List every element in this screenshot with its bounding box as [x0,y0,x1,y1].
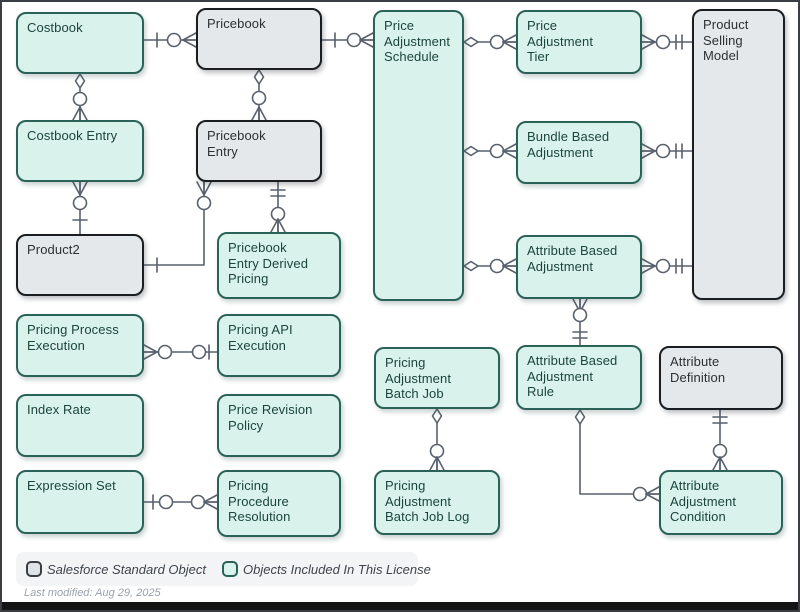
entity-label: Price Adjustment Tier [527,18,594,65]
last-modified-note: Last modified: Aug 29, 2025 [24,587,161,599]
relationship-connector [641,34,692,50]
entity-label: Attribute Definition [670,354,726,385]
entity-price-adjustment-tier: Price Adjustment Tier [516,10,642,74]
relationship-connector [641,143,692,159]
entity-product2: Product2 [16,234,144,296]
entity-label: Pricing Process Execution [27,322,119,353]
entity-label: Price Revision Policy [228,402,313,433]
entity-label: Pricebook Entry [207,128,266,159]
entity-label: Pricing Adjustment Batch Job Log [385,478,470,525]
relationship-connector [322,32,374,48]
relationship-connector [270,182,286,233]
relationship-connector [712,410,728,471]
entity-label: Pricebook [207,16,266,31]
entity-costbook: Costbook [16,12,144,74]
entity-label: Index Rate [27,402,91,417]
entity-label: Attribute Based Adjustment [527,243,618,274]
entity-label: Attribute Based Adjustment Rule [527,353,618,400]
relationship-connector [641,258,692,274]
relationship-connector [143,344,217,360]
relationship-connector [463,34,517,50]
relationship-connector [72,73,88,121]
relationship-connector [144,181,212,273]
legend-bar: Salesforce Standard Object Objects Inclu… [16,552,431,586]
entity-attribute-definition: Attribute Definition [659,346,783,410]
legend-standard-label: Salesforce Standard Object [47,561,206,577]
entity-costbook-entry: Costbook Entry [16,120,144,182]
relationship-connector [574,409,660,502]
relationship-connector [572,298,588,345]
entity-pricing-procedure-resolution: Pricing Procedure Resolution [217,470,341,537]
entity-attribute-based-adjustment-rule: Attribute Based Adjustment Rule [516,345,642,410]
legend-licensed-swatch [221,561,238,577]
relationship-connector [463,258,517,274]
entity-pricing-adjustment-batch-job: Pricing Adjustment Batch Job [374,347,500,409]
entity-price-revision-policy: Price Revision Policy [217,394,341,457]
relationship-connector [429,408,445,471]
entity-index-rate: Index Rate [16,394,144,457]
entity-product-selling-model: Product Selling Model [692,9,785,300]
legend-licensed-label: Objects Included In This License [242,561,431,577]
entity-pricing-adjustment-batch-job-log: Pricing Adjustment Batch Job Log [374,470,500,535]
relationship-connector [72,181,88,234]
entity-label: Pricing Adjustment Batch Job [385,355,452,402]
relationship-connector [144,494,218,510]
entity-label: Bundle Based Adjustment [527,129,610,160]
entity-label: Costbook [27,20,83,35]
relationship-connector [463,143,517,159]
entity-label: Expression Set [27,478,116,493]
legend-standard-swatch [26,561,42,577]
entity-label: Product2 [27,242,80,257]
entity-bundle-based-adjustment: Bundle Based Adjustment [516,121,642,184]
entity-label: Attribute Adjustment Condition [670,478,737,525]
entity-attribute-based-adjustment: Attribute Based Adjustment [516,235,642,299]
entity-price-adjustment-schedule: Price Adjustment Schedule [373,10,464,301]
entity-pricebook-entry: Pricebook Entry [196,120,322,182]
bottom-edge-strip [2,602,798,610]
entity-label: Pricebook Entry Derived Pricing [228,240,309,287]
entity-label: Costbook Entry [27,128,118,143]
entity-expression-set: Expression Set [16,470,144,534]
entity-pricing-process-execution: Pricing Process Execution [16,314,144,377]
entity-pricebook-entry-derived-pricing: Pricebook Entry Derived Pricing [217,232,341,299]
entity-pricing-api-execution: Pricing API Execution [217,314,341,377]
relationship-connector [144,32,197,48]
relationship-connector [251,69,267,121]
entity-attribute-adjustment-condition: Attribute Adjustment Condition [659,470,783,535]
entity-label: Pricing Procedure Resolution [228,478,291,525]
entity-label: Product Selling Model [703,17,749,64]
entity-label: Pricing API Execution [228,322,293,353]
entity-label: Price Adjustment Schedule [384,18,451,65]
entity-pricebook: Pricebook [196,8,322,70]
